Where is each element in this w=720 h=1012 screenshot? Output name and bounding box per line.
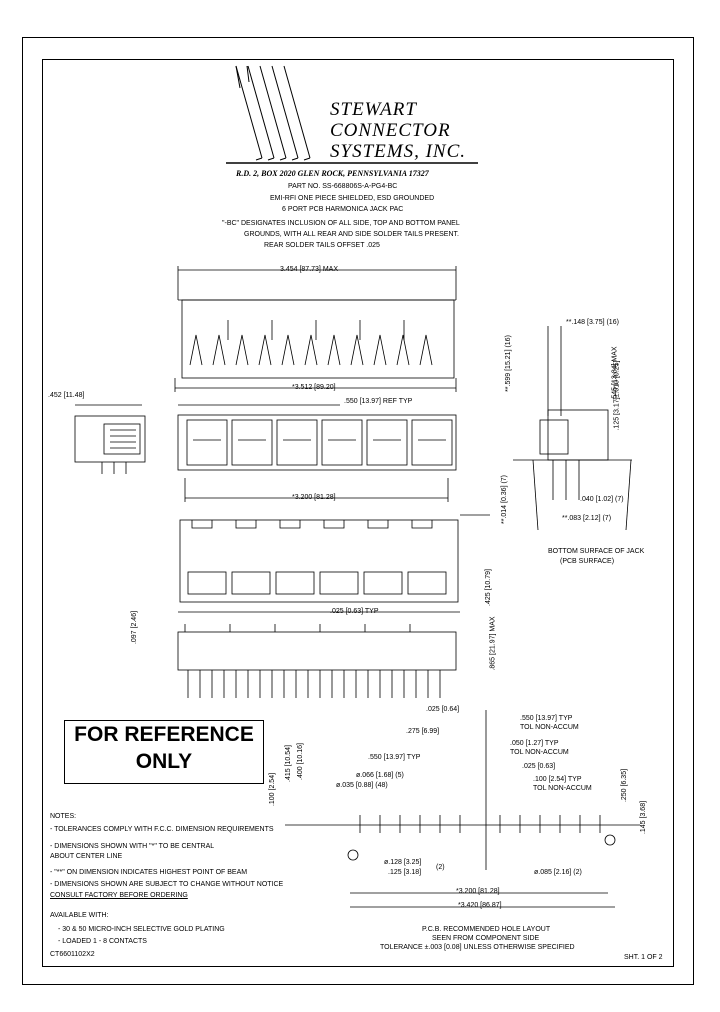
pcb-dim-415: .415 [10.54]	[284, 745, 292, 782]
pcb-dim-400: .400 [10.16]	[296, 743, 304, 780]
note-2: - DIMENSIONS SHOWN WITH "*" TO BE CENTRA…	[50, 843, 215, 850]
side-view-right	[513, 326, 632, 531]
front-view-ports	[177, 404, 457, 502]
pcb-dim-025: .025 [0.64]	[426, 706, 460, 713]
company-address: R.D. 2, BOX 2020 GLEN ROCK, PENNSYLVANIA…	[236, 169, 429, 178]
company-name-line2: CONNECTOR	[330, 120, 451, 141]
pcb-hole-066: ø.066 [1.68] (5)	[356, 772, 404, 779]
company-logo	[226, 65, 478, 164]
note-4b: CONSULT FACTORY BEFORE ORDERING	[50, 892, 188, 899]
available-2: - LOADED 1 - 8 CONTACTS	[58, 938, 147, 945]
pcb-dim-550-top: .550 [13.97] TYP	[520, 715, 573, 722]
note-3: - "**" ON DIMENSION INDICATES HIGHEST PO…	[50, 869, 248, 876]
pcb-hole-125: .125 [3.18]	[388, 869, 422, 876]
reference-line-1: FOR REFERENCE	[74, 723, 254, 746]
company-name-line1: STEWART	[330, 99, 417, 120]
pcb-hole-035: ø.035 [0.88] (48)	[336, 782, 388, 789]
outer-border	[22, 37, 694, 985]
pcb-caption-2: SEEN FROM COMPONENT SIDE	[432, 935, 540, 942]
note-2b: ABOUT CENTER LINE	[50, 853, 123, 860]
pcb-dim-3200: *3.200 [81.28]	[456, 888, 500, 895]
part-note-3: REAR SOLDER TAILS OFFSET .025	[264, 242, 380, 249]
drawing-code: CT6601102X2	[50, 951, 95, 958]
dim-tail-offset: .025 [0.63] TYP	[330, 608, 379, 615]
dim-port-span: *3.200 [81.28]	[292, 494, 336, 501]
dim-040: .040 [1.02] (7)	[580, 496, 624, 503]
pcb-caption-1: P.C.B. RECOMMENDED HOLE LAYOUT	[422, 926, 551, 933]
pcb-dim-550-top-tol: TOL NON-ACCUM	[520, 724, 579, 731]
dim-014: **.014 [0.36] (7)	[501, 474, 509, 525]
part-number: PART NO. SS-668806S-A-PG4-BC	[288, 183, 398, 190]
pcb-dim-050: .050 [1.27] TYP	[510, 740, 559, 747]
label-pcb-surface: (PCB SURFACE)	[560, 558, 615, 565]
dim-overall-width: *3.512 [89.20]	[292, 384, 336, 391]
pcb-dim-145: .145 [3.68]	[640, 800, 648, 835]
dim-height-1: .425 [10.79]	[484, 569, 492, 606]
pcb-dim-100-tol: TOL NON-ACCUM	[533, 785, 592, 792]
pcb-dim-3420: *3.420 [86.87]	[458, 902, 502, 909]
rear-view	[177, 611, 460, 698]
dim-height-max: .865 [21.97] MAX	[489, 616, 497, 671]
pcb-dim-250: .250 [6.35]	[621, 768, 629, 803]
dim-083: **.083 [2.12] (7)	[562, 515, 612, 522]
part-desc-1: EMI-RFI ONE PIECE SHIELDED, ESD GROUNDED	[270, 195, 435, 202]
bottom-view	[179, 514, 490, 603]
reference-line-2: ONLY	[135, 750, 193, 773]
sheet-number: SHT. 1 OF 2	[624, 954, 663, 961]
pcb-dim-100: .100 [2.54] TYP	[533, 776, 582, 783]
part-desc-2: 6 PORT PCB HARMONICA JACK PAC	[282, 206, 404, 213]
dim-125-tol: .125 [3.17]±.010 [0.25]	[613, 360, 621, 431]
dim-bottom-offset: .097 [2.46]	[131, 610, 139, 645]
pcb-dim-100-left: .100 [2.54]	[269, 772, 277, 807]
dim-port-pitch: .550 [13.97] REF TYP	[344, 398, 413, 405]
side-view-left	[74, 404, 146, 474]
pcb-caption-3: TOLERANCE ±.003 [0.08] UNLESS OTHERWISE …	[380, 944, 575, 951]
front-view-top	[174, 266, 457, 392]
for-reference-only-box: FOR REFERENCE ONLY	[64, 720, 264, 784]
pcb-hole-085: ø.085 [2.16] (2)	[534, 869, 582, 876]
label-bottom-surface: BOTTOM SURFACE OF JACK	[548, 548, 645, 555]
part-note-2: GROUNDS, WITH ALL REAR AND SIDE SOLDER T…	[244, 231, 459, 238]
pcb-dim-025-b: .025 [0.63]	[522, 763, 556, 770]
dim-beam-599: **.599 [15.21] (16)	[504, 335, 512, 392]
pcb-dim-050-tol: TOL NON-ACCUM	[510, 749, 569, 756]
part-note-1: "-BC" DESIGNATES INCLUSION OF ALL SIDE, …	[222, 220, 460, 227]
pcb-dim-550: .550 [13.97] TYP	[368, 754, 421, 761]
available-1: - 30 & 50 MICRO-INCH SELECTIVE GOLD PLAT…	[58, 926, 225, 933]
notes-title: NOTES:	[50, 813, 77, 820]
pcb-dim-275: .275 [6.99]	[406, 728, 440, 735]
dim-overall-width-max: 3.454 [87.73] MAX	[280, 266, 338, 273]
pcb-hole-128: ø.128 [3.25]	[384, 859, 422, 866]
note-4: - DIMENSIONS SHOWN ARE SUBJECT TO CHANGE…	[50, 881, 284, 888]
company-name-line3: SYSTEMS, INC.	[330, 141, 466, 162]
pcb-hole-128-count: (2)	[436, 864, 445, 871]
inner-border	[42, 59, 674, 967]
note-1: - TOLERANCES COMPLY WITH F.C.C. DIMENSIO…	[50, 826, 274, 833]
dim-side-depth: .452 [11.48]	[48, 392, 85, 399]
pcb-layout	[285, 710, 640, 908]
dim-beam-148: **.148 [3.75] (16)	[566, 319, 619, 326]
available-title: AVAILABLE WITH:	[50, 912, 109, 919]
